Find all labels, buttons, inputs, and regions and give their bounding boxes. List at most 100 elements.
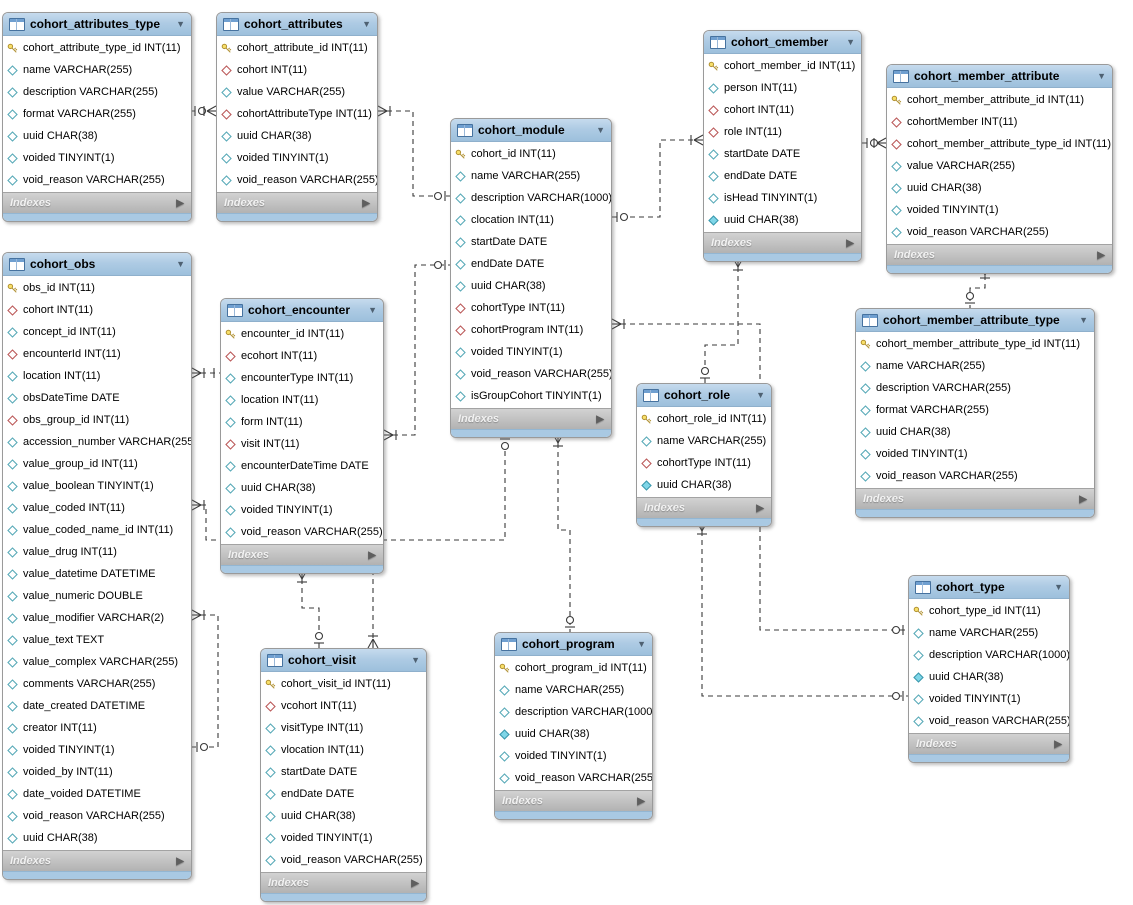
field-row: ecohort INT(11) bbox=[221, 345, 383, 367]
field-label: ecohort INT(11) bbox=[241, 350, 318, 362]
expand-arrow-icon[interactable]: ▶ bbox=[176, 855, 184, 867]
attribute-icon bbox=[221, 130, 232, 142]
table-title: cohort_attributes_type bbox=[30, 17, 161, 31]
indexes-bar[interactable]: Indexes ▶ bbox=[887, 244, 1112, 265]
indexes-bar[interactable]: Indexes▶ bbox=[261, 872, 426, 893]
table-header[interactable]: cohort_obs▼ bbox=[3, 253, 191, 276]
table-header[interactable]: cohort_attributes ▼ bbox=[217, 13, 377, 36]
collapse-arrow-icon[interactable]: ▼ bbox=[368, 305, 377, 315]
collapse-arrow-icon[interactable]: ▼ bbox=[1079, 315, 1088, 325]
table-title: cohort_program bbox=[522, 637, 615, 651]
indexes-bar[interactable]: Indexes▶ bbox=[495, 790, 652, 811]
field-row: voided TINYINT(1) bbox=[856, 443, 1094, 465]
table-header[interactable]: cohort_role ▼ bbox=[637, 384, 771, 407]
field-row: value_coded INT(11) bbox=[3, 497, 191, 519]
field-row: encounterType INT(11) bbox=[221, 367, 383, 389]
field-row: uuid CHAR(38) bbox=[451, 275, 611, 297]
field-label: uuid CHAR(38) bbox=[907, 182, 982, 194]
collapse-arrow-icon[interactable]: ▼ bbox=[411, 655, 420, 665]
expand-arrow-icon[interactable]: ▶ bbox=[1079, 493, 1087, 505]
table-header[interactable]: cohort_member_attribute▼ bbox=[887, 65, 1112, 88]
collapse-arrow-icon[interactable]: ▼ bbox=[362, 19, 371, 29]
indexes-bar[interactable]: Indexes ▶ bbox=[637, 497, 771, 518]
field-label: vlocation INT(11) bbox=[281, 744, 364, 756]
collapse-arrow-icon[interactable]: ▼ bbox=[1097, 71, 1106, 81]
table-header[interactable]: cohort_cmember▼ bbox=[704, 31, 861, 54]
field-label: description VARCHAR(255) bbox=[876, 382, 1011, 394]
field-label: description VARCHAR(255) bbox=[23, 86, 158, 98]
field-label: name VARCHAR(255) bbox=[876, 360, 986, 372]
indexes-bar[interactable]: Indexes▶ bbox=[909, 733, 1069, 754]
attribute-icon bbox=[265, 744, 276, 756]
attribute-icon bbox=[7, 634, 18, 646]
expand-arrow-icon[interactable]: ▶ bbox=[596, 413, 604, 425]
field-row: isHead TINYINT(1) bbox=[704, 187, 861, 209]
expand-arrow-icon[interactable]: ▶ bbox=[637, 795, 645, 807]
connector-end-glyph bbox=[383, 434, 394, 441]
field-row: uuid CHAR(38) bbox=[637, 474, 771, 496]
indexes-bar[interactable]: Indexes▶ bbox=[856, 488, 1094, 509]
indexes-bar[interactable]: Indexes▶ bbox=[217, 192, 377, 213]
expand-arrow-icon[interactable]: ▶ bbox=[176, 197, 184, 209]
expand-arrow-icon[interactable]: ▶ bbox=[756, 502, 764, 514]
table-header[interactable]: cohort_module▼ bbox=[451, 119, 611, 142]
indexes-label: Indexes bbox=[644, 502, 685, 514]
expand-arrow-icon[interactable]: ▶ bbox=[411, 877, 419, 889]
indexes-bar[interactable]: Indexes▶ bbox=[3, 850, 191, 871]
expand-arrow-icon[interactable]: ▶ bbox=[846, 237, 854, 249]
expand-arrow-icon[interactable]: ▶ bbox=[1097, 249, 1105, 261]
field-row: format VARCHAR(255) bbox=[3, 103, 191, 125]
indexes-bar[interactable]: Indexes▶ bbox=[221, 544, 383, 565]
indexes-label: Indexes bbox=[894, 249, 935, 261]
field-label: name VARCHAR(255) bbox=[515, 684, 625, 696]
expand-arrow-icon[interactable]: ▶ bbox=[1054, 738, 1062, 750]
field-row: encounter_id INT(11) bbox=[221, 323, 383, 345]
indexes-bar[interactable]: Indexes▶ bbox=[3, 192, 191, 213]
attribute-icon bbox=[7, 392, 18, 404]
connector-end-glyph bbox=[191, 614, 202, 621]
collapse-arrow-icon[interactable]: ▼ bbox=[176, 19, 185, 29]
field-label: void_reason VARCHAR(255) bbox=[23, 810, 165, 822]
table-header[interactable]: cohort_type ▼ bbox=[909, 576, 1069, 599]
indexes-bar[interactable]: Indexes▶ bbox=[451, 408, 611, 429]
attribute-icon bbox=[891, 204, 902, 216]
attribute-icon bbox=[225, 482, 236, 494]
attribute-icon bbox=[891, 160, 902, 172]
indexes-bar[interactable]: Indexes▶ bbox=[704, 232, 861, 253]
table-header[interactable]: cohort_attributes_type ▼ bbox=[3, 13, 191, 36]
expand-arrow-icon[interactable]: ▶ bbox=[362, 197, 370, 209]
collapse-arrow-icon[interactable]: ▼ bbox=[756, 390, 765, 400]
connector-end-glyph bbox=[191, 367, 202, 374]
table-title: cohort_encounter bbox=[248, 303, 351, 317]
relationship-line bbox=[704, 258, 739, 383]
field-label: cohortType INT(11) bbox=[657, 457, 751, 469]
table-title: cohort_role bbox=[664, 388, 731, 402]
field-label: cohort INT(11) bbox=[724, 104, 795, 116]
field-row: startDate DATE bbox=[704, 143, 861, 165]
collapse-arrow-icon[interactable]: ▼ bbox=[637, 639, 646, 649]
collapse-arrow-icon[interactable]: ▼ bbox=[176, 259, 185, 269]
table-header[interactable]: cohort_visit▼ bbox=[261, 649, 426, 672]
field-row: name VARCHAR(255) bbox=[495, 679, 652, 701]
field-label: uuid CHAR(38) bbox=[471, 280, 546, 292]
attribute-icon bbox=[913, 693, 924, 705]
table-cohort_member_attribute_type: cohort_member_attribute_type▼cohort_memb… bbox=[855, 308, 1095, 518]
relationship-line bbox=[378, 110, 450, 197]
table-header[interactable]: cohort_member_attribute_type▼ bbox=[856, 309, 1094, 332]
collapse-arrow-icon[interactable]: ▼ bbox=[1054, 582, 1063, 592]
table-header[interactable]: cohort_program ▼ bbox=[495, 633, 652, 656]
field-row: void_reason VARCHAR(255) bbox=[909, 710, 1069, 732]
attribute-icon bbox=[225, 504, 236, 516]
field-row: value_datetime DATETIME bbox=[3, 563, 191, 585]
field-label: value_datetime DATETIME bbox=[23, 568, 156, 580]
collapse-arrow-icon[interactable]: ▼ bbox=[596, 125, 605, 135]
optional-circle-glyph bbox=[619, 212, 629, 222]
field-label: uuid CHAR(38) bbox=[657, 479, 732, 491]
table-bottom-strip bbox=[451, 429, 611, 437]
table-header[interactable]: cohort_encounter ▼ bbox=[221, 299, 383, 322]
collapse-arrow-icon[interactable]: ▼ bbox=[846, 37, 855, 47]
expand-arrow-icon[interactable]: ▶ bbox=[368, 549, 376, 561]
table-title: cohort_type bbox=[936, 580, 1005, 594]
field-label: voided TINYINT(1) bbox=[471, 346, 563, 358]
table-title: cohort_attributes bbox=[244, 17, 343, 31]
